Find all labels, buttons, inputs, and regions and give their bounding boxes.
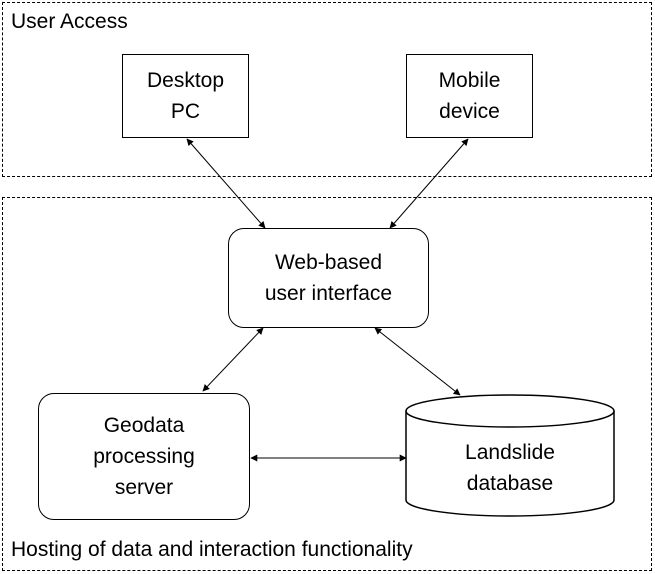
edge-webui-landslide (374, 327, 461, 396)
desktop-pc-line-2: PC (170, 100, 201, 123)
web-ui-line-1: Web-based (274, 251, 382, 274)
geodata-server-line-2: processing (93, 445, 195, 468)
mobile-device-line-2: device (439, 100, 500, 123)
web-ui-line-2: user interface (264, 282, 393, 305)
edge-mobile-webui (389, 138, 469, 229)
desktop-pc-node: Desktop PC (122, 54, 249, 138)
web-ui-node: Web-based user interface (228, 228, 429, 328)
geodata-server-line-1: Geodata (103, 414, 185, 437)
desktop-pc-line-1: Desktop (146, 69, 225, 92)
landslide-database-cylinder (405, 394, 615, 517)
user-access-label: User Access (11, 10, 128, 33)
mobile-device-node: Mobile device (406, 54, 533, 138)
landslide-db-line-2: database (466, 472, 554, 495)
mobile-device-line-1: Mobile (438, 69, 501, 92)
geodata-server-node: Geodata processing server (38, 393, 250, 520)
user-access-group (2, 2, 652, 177)
hosting-label: Hosting of data and interaction function… (11, 538, 413, 561)
hosting-group (2, 197, 652, 571)
edge-desktop-webui (186, 138, 266, 229)
edge-webui-geodata (202, 327, 264, 392)
landslide-db-line-1: Landslide (465, 441, 555, 464)
geodata-server-line-3: server (114, 476, 174, 499)
landslide-db-node: Landslide database (406, 428, 614, 508)
